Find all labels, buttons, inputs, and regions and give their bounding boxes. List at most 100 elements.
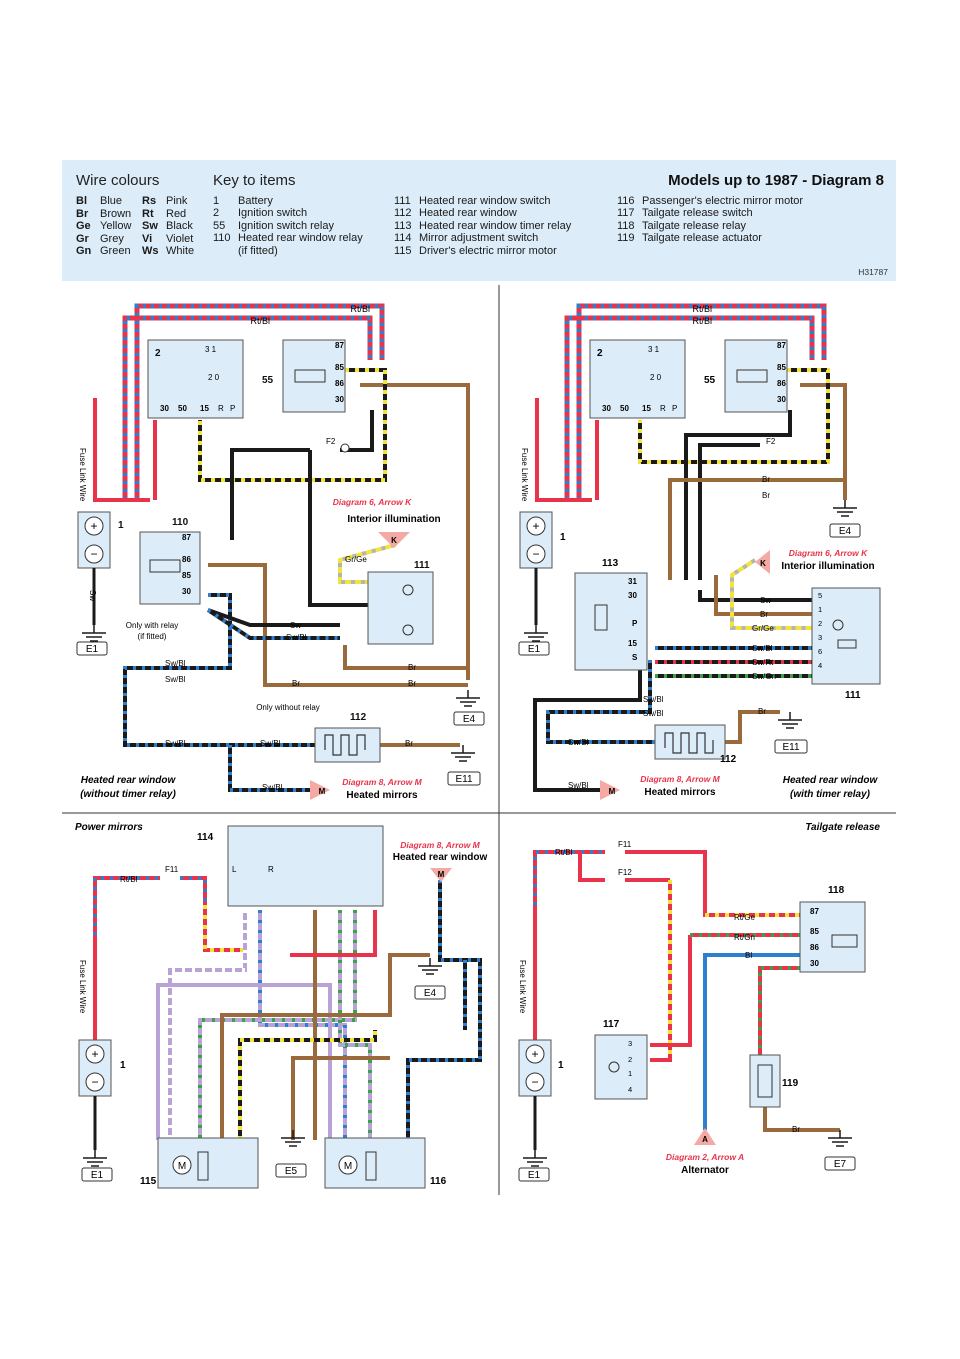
wire-label: Gr/Ge bbox=[345, 555, 367, 564]
wire-label: Gr/Ge bbox=[752, 624, 774, 633]
item-number-111: 111 bbox=[414, 560, 430, 571]
ign-pin-15: 15 bbox=[200, 404, 209, 413]
ign-pin-30: 30 bbox=[602, 404, 611, 413]
svg-text:−: − bbox=[532, 547, 539, 561]
pin-87: 87 bbox=[335, 341, 344, 350]
wire-label: Sw/Bl bbox=[286, 633, 307, 642]
sw-pin-2: 2 bbox=[818, 619, 822, 628]
wire-label: Sw bbox=[88, 590, 97, 601]
ign-positions-mid: 2 0 bbox=[650, 373, 662, 382]
wire-label: Rt/Bl bbox=[692, 316, 712, 326]
fuse-f2: F2 bbox=[766, 437, 776, 446]
ref-diag6-arrowK: Diagram 6, Arrow K bbox=[789, 548, 868, 558]
fuse-link-wire-label: Fuse Link Wire bbox=[78, 960, 87, 1014]
wire-label: Sw/Bl bbox=[165, 659, 186, 668]
wire-label: Sw/Bl bbox=[568, 738, 589, 747]
sw-pin-4: 4 bbox=[818, 661, 822, 670]
wire-label: Sw/Bl bbox=[643, 709, 664, 718]
item-number-55: 55 bbox=[704, 375, 716, 386]
item-number-1: 1 bbox=[120, 1060, 126, 1071]
earth-E1: E1 bbox=[528, 1170, 541, 1181]
wire-label: Sw/Bl bbox=[262, 783, 283, 792]
wire-label: Sw/Bl bbox=[752, 644, 773, 653]
wire-label: Br bbox=[762, 491, 770, 500]
pin-P: P bbox=[632, 619, 638, 628]
sw117-pin-4: 4 bbox=[628, 1085, 632, 1094]
earth-E1: E1 bbox=[91, 1170, 104, 1181]
wire-label: Rt/Bl bbox=[120, 875, 138, 884]
wire-label: Sw/Rt bbox=[752, 658, 774, 667]
heated-mirrors-label: Heated mirrors bbox=[346, 790, 418, 801]
diagram-title: Models up to 1987 - Diagram 8 bbox=[668, 172, 884, 189]
fuse-f11: F11 bbox=[618, 840, 632, 849]
earth-E11: E11 bbox=[782, 742, 799, 753]
wire-label: Sw/Gn bbox=[752, 672, 776, 681]
ign-pin-P: P bbox=[672, 404, 677, 413]
panel-top-right: + − bbox=[519, 303, 881, 800]
ref-diag8-arrowM: Diagram 8, Arrow M bbox=[400, 840, 480, 850]
svg-text:M: M bbox=[344, 1161, 352, 1172]
caption-heated-rear-window: Heated rear window bbox=[783, 775, 879, 786]
ign-pin-50: 50 bbox=[620, 404, 629, 413]
wire-label: Br bbox=[408, 663, 416, 672]
item-number-114: 114 bbox=[197, 832, 214, 843]
note-if-fitted: (if fitted) bbox=[138, 632, 167, 641]
earth-E1: E1 bbox=[528, 644, 541, 655]
sw117-pin-1: 1 bbox=[628, 1069, 632, 1078]
item-number-1: 1 bbox=[118, 520, 124, 531]
ref-diag8-arrowM: Diagram 8, Arrow M bbox=[640, 774, 720, 784]
wire-label: Rt/Bl bbox=[250, 316, 270, 326]
note-only-without-relay: Only without relay bbox=[256, 703, 320, 712]
wire-label: Rt/Bl bbox=[692, 304, 712, 314]
caption-heated-rear-window: Heated rear window bbox=[81, 775, 177, 786]
earth-E4: E4 bbox=[839, 526, 852, 537]
item-number-117: 117 bbox=[603, 1019, 620, 1030]
arrow-K: K bbox=[391, 536, 397, 545]
arrow-K: K bbox=[760, 559, 766, 568]
sw-pin-1: 1 bbox=[818, 605, 822, 614]
wire-label: Br bbox=[408, 679, 416, 688]
svg-text:−: − bbox=[91, 1075, 98, 1089]
heated-rear-window-label: Heated rear window bbox=[393, 852, 488, 863]
arrow-A: A bbox=[702, 1135, 708, 1144]
svg-text:−: − bbox=[90, 547, 97, 561]
pin-85: 85 bbox=[810, 927, 819, 936]
ref-diag8-arrowM: Diagram 8, Arrow M bbox=[342, 777, 422, 787]
wire-label: Bl bbox=[745, 951, 752, 960]
item-number-112: 112 bbox=[720, 754, 737, 765]
item-number-111: 111 bbox=[845, 690, 861, 701]
heated-mirrors-label: Heated mirrors bbox=[644, 787, 716, 798]
wire-label: Sw/Bl bbox=[643, 695, 664, 704]
earth-E5: E5 bbox=[285, 1166, 298, 1177]
pin-85: 85 bbox=[777, 363, 786, 372]
pin-87: 87 bbox=[182, 533, 191, 542]
item-number-2: 2 bbox=[155, 348, 161, 359]
pin-S: S bbox=[632, 653, 638, 662]
pin-30: 30 bbox=[628, 591, 637, 600]
wire-colours-title: Wire colours bbox=[76, 172, 160, 189]
fuse-f2: F2 bbox=[326, 437, 336, 446]
wire-label: Br bbox=[758, 707, 766, 716]
ign-pin-15: 15 bbox=[642, 404, 651, 413]
wire-label: Br bbox=[292, 679, 300, 688]
wire-label: Sw/Bl bbox=[568, 781, 589, 790]
item-number-2: 2 bbox=[597, 348, 603, 359]
item-number-110: 110 bbox=[172, 517, 189, 528]
panel-top-left: + − bbox=[77, 303, 481, 800]
ign-positions-mid: 2 0 bbox=[208, 373, 220, 382]
wire-label: Br bbox=[760, 610, 768, 619]
item-number-116: 116 bbox=[430, 1176, 447, 1187]
arrow-M: M bbox=[438, 870, 445, 879]
item-number-119: 119 bbox=[782, 1078, 799, 1089]
fuse-link-wire-label: Fuse Link Wire bbox=[518, 960, 527, 1014]
pin-87: 87 bbox=[777, 341, 786, 350]
ref-diag2-arrowA: Diagram 2, Arrow A bbox=[666, 1152, 744, 1162]
pin-31: 31 bbox=[628, 577, 637, 586]
pin-30: 30 bbox=[777, 395, 786, 404]
caption-tailgate-release: Tailgate release bbox=[805, 822, 880, 833]
svg-text:M: M bbox=[178, 1161, 186, 1172]
